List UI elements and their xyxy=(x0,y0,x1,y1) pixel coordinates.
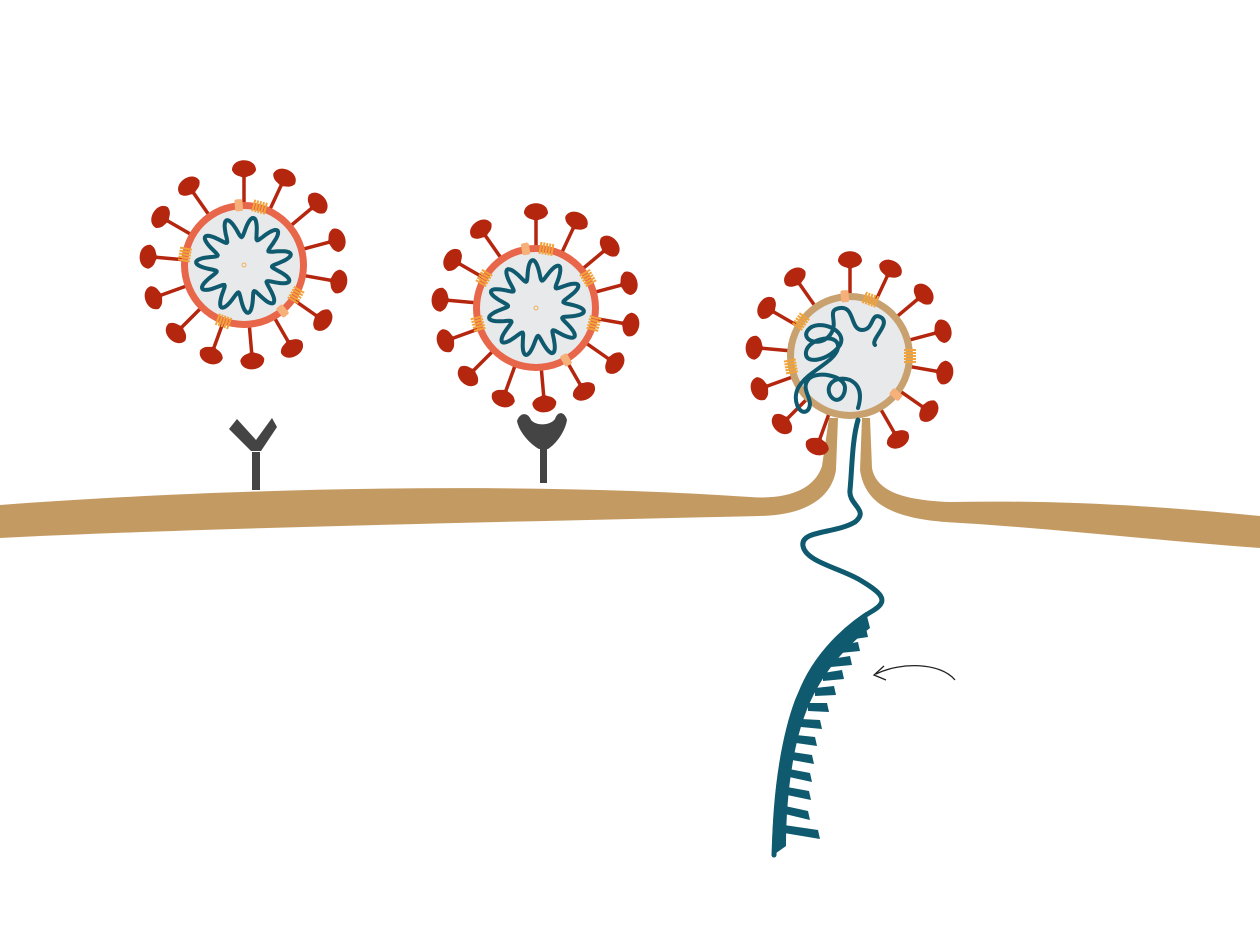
envelope-protein xyxy=(470,315,486,332)
spike-protein xyxy=(240,321,265,370)
membrane-protein xyxy=(234,199,244,212)
ribosome-translation xyxy=(772,612,870,856)
envelope-protein xyxy=(783,358,799,375)
ribosome-tooth xyxy=(796,735,817,746)
spike-protein xyxy=(524,203,548,252)
spike-protein xyxy=(289,296,333,331)
spike-protein xyxy=(443,248,488,281)
ribosome-tooth xyxy=(808,703,829,712)
spike-protein xyxy=(805,408,832,456)
spike-protein xyxy=(872,259,902,306)
envelope-protein xyxy=(538,241,555,257)
virus-center xyxy=(533,305,539,311)
ribosome-tooth xyxy=(823,670,844,681)
envelope-protein xyxy=(177,246,193,263)
viral-rna xyxy=(194,215,293,315)
ribosome-tooth xyxy=(831,656,852,667)
viral-rna xyxy=(487,258,586,357)
envelope-protein xyxy=(586,315,602,332)
spike-protein xyxy=(532,364,557,413)
spike-protein xyxy=(784,267,819,311)
ribosome-tooth xyxy=(848,628,868,640)
spike-protein xyxy=(581,339,625,374)
spike-protein xyxy=(178,176,213,220)
spike-protein xyxy=(144,283,192,310)
spike-protein xyxy=(750,374,798,401)
spike-protein xyxy=(470,219,505,263)
ribosome-band xyxy=(772,612,870,856)
ace2-receptor-unbound xyxy=(229,418,277,490)
spike-protein xyxy=(298,228,346,253)
envelope-protein xyxy=(904,349,916,363)
cell-membrane-right xyxy=(860,418,1260,548)
ace2-receptor-bound xyxy=(517,413,567,483)
envelope-protein xyxy=(861,291,880,308)
spike-protein xyxy=(431,287,480,312)
spike-protein xyxy=(771,395,811,435)
spike-protein xyxy=(266,168,296,215)
virus-approaching xyxy=(139,160,348,370)
spike-protein xyxy=(151,205,196,238)
spike-protein xyxy=(591,312,640,337)
virus-interior xyxy=(794,300,906,412)
ribosome-tooth xyxy=(840,642,860,653)
envelope-protein xyxy=(214,313,233,330)
spike-protein xyxy=(838,251,862,300)
membrane-protein xyxy=(520,242,531,256)
virus-bound xyxy=(431,203,640,413)
spike-protein xyxy=(757,296,802,329)
spike-protein xyxy=(904,319,952,344)
envelope-protein xyxy=(475,268,493,288)
ribosome-tooth xyxy=(784,825,820,839)
spike-protein xyxy=(590,271,638,296)
spike-protein xyxy=(165,304,205,344)
cell-membrane xyxy=(0,418,1260,548)
spike-protein xyxy=(491,360,518,408)
membrane-protein xyxy=(276,304,289,318)
envelope-protein xyxy=(579,268,597,288)
spike-protein xyxy=(286,192,328,230)
pointer-arrow xyxy=(872,665,956,681)
spike-protein xyxy=(558,211,588,258)
spike-protein xyxy=(563,356,596,401)
ribosome-tooth xyxy=(785,806,810,820)
cell-membrane-left xyxy=(0,418,838,538)
membrane-protein xyxy=(560,353,572,367)
spike-protein xyxy=(745,335,794,360)
virus-center xyxy=(241,262,247,268)
spike-protein xyxy=(905,360,954,385)
spike-protein xyxy=(877,404,910,449)
ribosome-tooth xyxy=(787,787,811,800)
ribosome-tooth xyxy=(792,752,814,764)
ribosome-tooth xyxy=(801,719,822,729)
spike-protein xyxy=(232,160,256,209)
envelope-protein xyxy=(287,285,305,305)
viral-rna-uncoiling xyxy=(793,306,886,414)
ribosome-tooth xyxy=(815,686,836,696)
membrane-protein xyxy=(889,388,903,401)
spike-protein xyxy=(299,269,348,294)
spike-protein xyxy=(457,347,497,387)
membrane-protein xyxy=(840,290,850,303)
spike-protein xyxy=(895,387,939,422)
virus-fusion xyxy=(745,251,954,456)
spike-protein xyxy=(892,283,934,321)
envelope-protein xyxy=(251,199,268,215)
spike-protein xyxy=(578,235,620,273)
envelope-protein xyxy=(791,312,810,331)
virus-interior xyxy=(480,252,592,364)
ribosome-tooth xyxy=(789,769,812,782)
spike-protein xyxy=(271,313,304,358)
